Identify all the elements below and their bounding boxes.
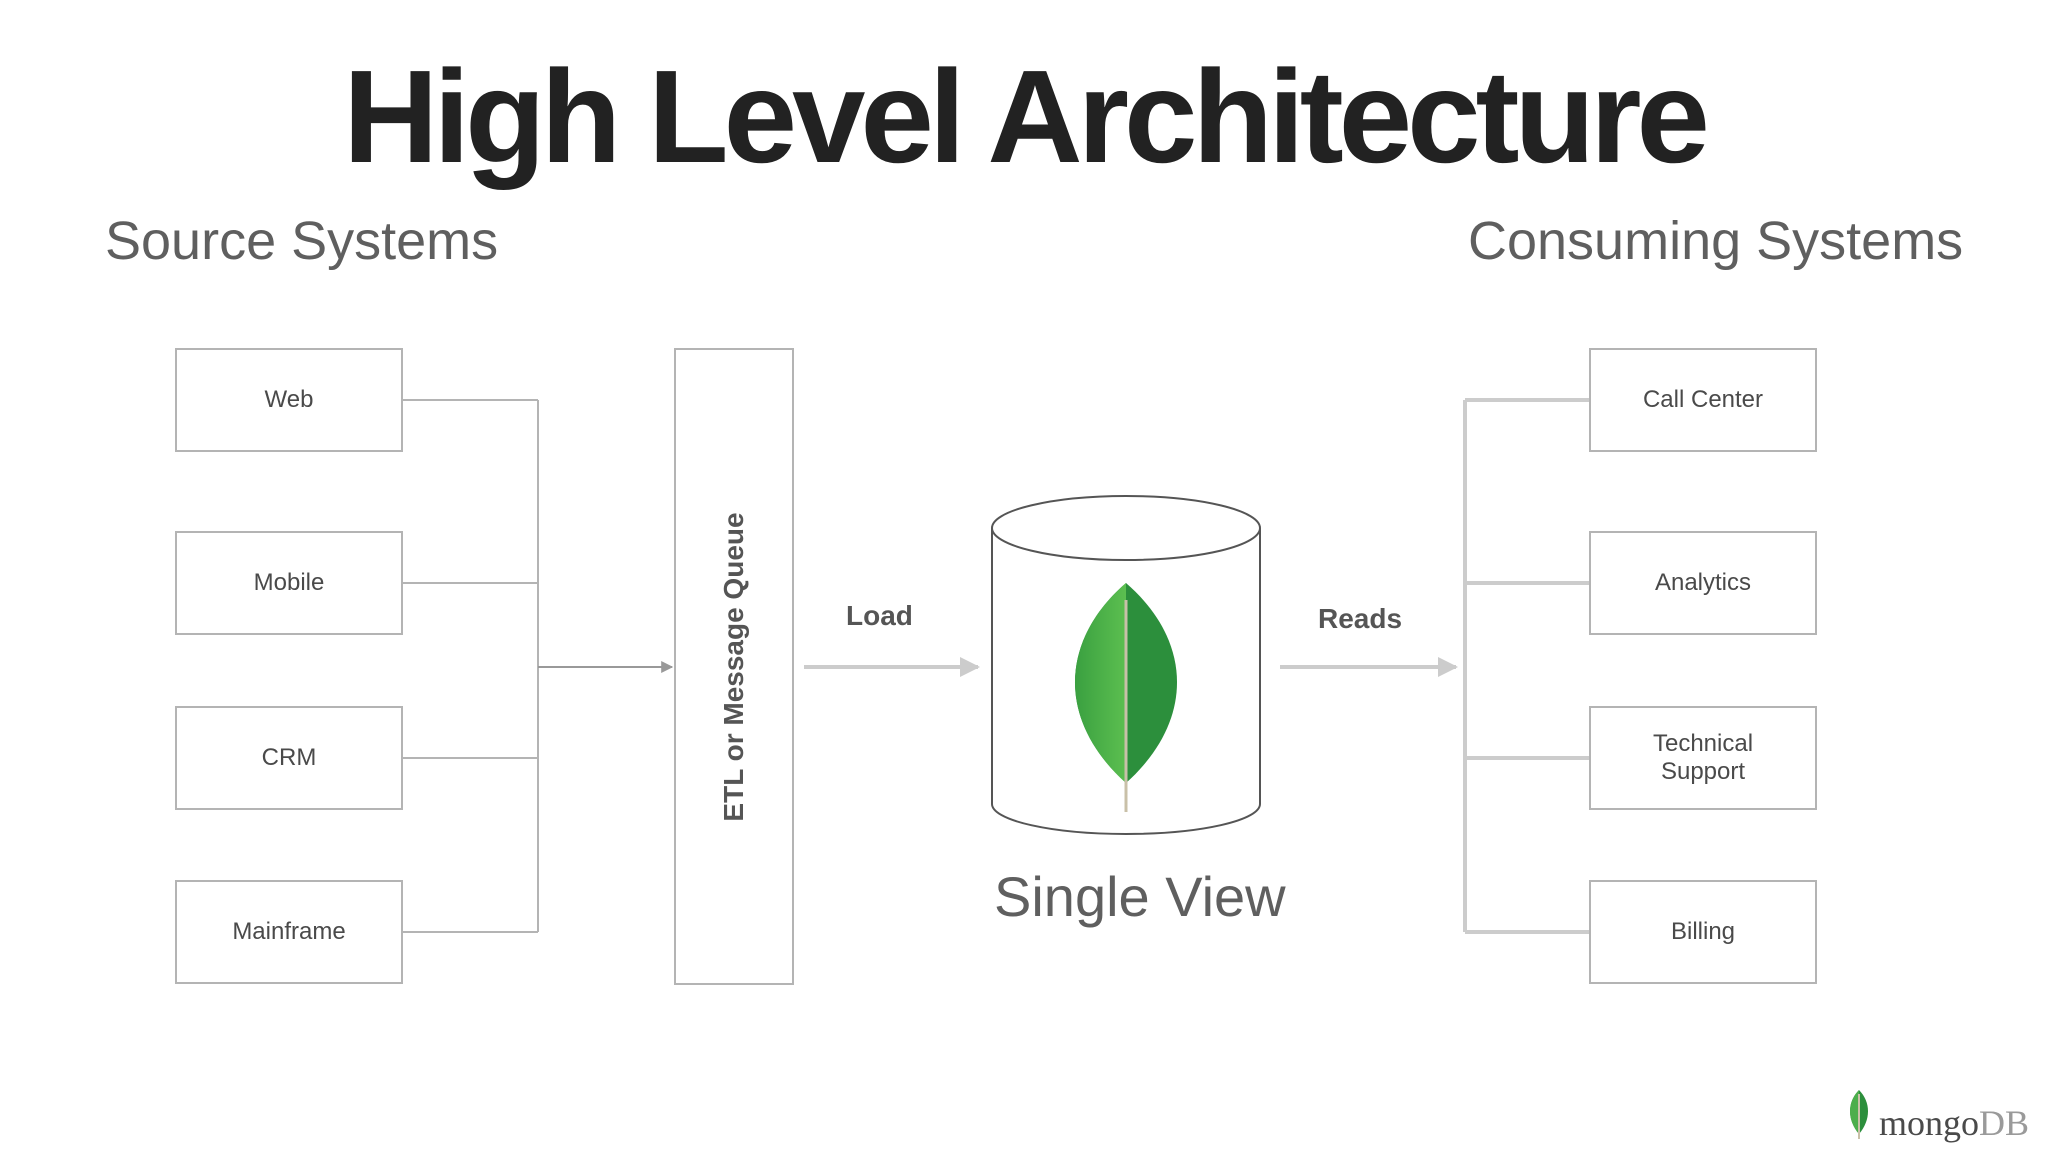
source-box-mobile: Mobile [175,531,403,635]
consumer-box-call-center: Call Center [1589,348,1817,452]
mongodb-logo: mongoDB [1845,1088,2035,1144]
load-label: Load [846,600,913,631]
single-view-label: Single View [994,865,1286,928]
brand-name-accent: DB [1979,1103,2030,1143]
etl-queue-label: ETL or Message Queue [718,511,749,822]
source-box-crm: CRM [175,706,403,810]
etl-queue-box: ETL or Message Queue [674,348,794,985]
page-title: High Level Architecture [343,43,1710,190]
consumer-box-analytics: Analytics [1589,531,1817,635]
source-systems-heading: Source Systems [105,211,499,271]
mongodb-leaf-icon [1850,1090,1868,1139]
source-box-web: Web [175,348,403,452]
consumer-box-billing: Billing [1589,880,1817,984]
consumer-box-technical-support: Technical Support [1589,706,1817,810]
brand-name-main: mongo [1879,1103,1980,1143]
reads-label: Reads [1318,603,1403,634]
source-box-mainframe: Mainframe [175,880,403,984]
consuming-systems-heading: Consuming Systems [1468,211,1964,271]
brand-name: mongoDB [1879,1102,2029,1144]
mongodb-leaf-icon [1074,583,1178,812]
